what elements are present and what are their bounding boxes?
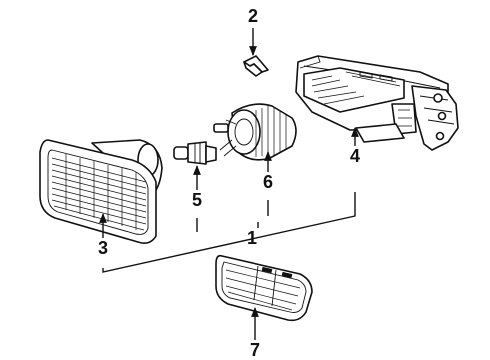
callout-6: 6 <box>263 172 273 192</box>
callout-5: 5 <box>192 190 202 210</box>
housing-icon <box>295 55 459 151</box>
bulb-icon <box>173 141 217 165</box>
assembly-bracket-line <box>102 192 356 273</box>
lens-icon <box>39 139 163 244</box>
bulb-socket-icon <box>213 103 297 161</box>
adjuster-clip-icon <box>243 55 269 77</box>
callout-4: 4 <box>350 146 360 166</box>
side-marker-lamp-icon <box>215 254 313 322</box>
callout-7: 7 <box>250 340 260 360</box>
callout-1: 1 <box>247 228 257 248</box>
callout-2: 2 <box>248 6 258 26</box>
callout-3: 3 <box>98 238 108 258</box>
callout-labels: 1 2 3 4 5 6 7 <box>98 6 360 360</box>
leader-lines <box>99 28 359 340</box>
